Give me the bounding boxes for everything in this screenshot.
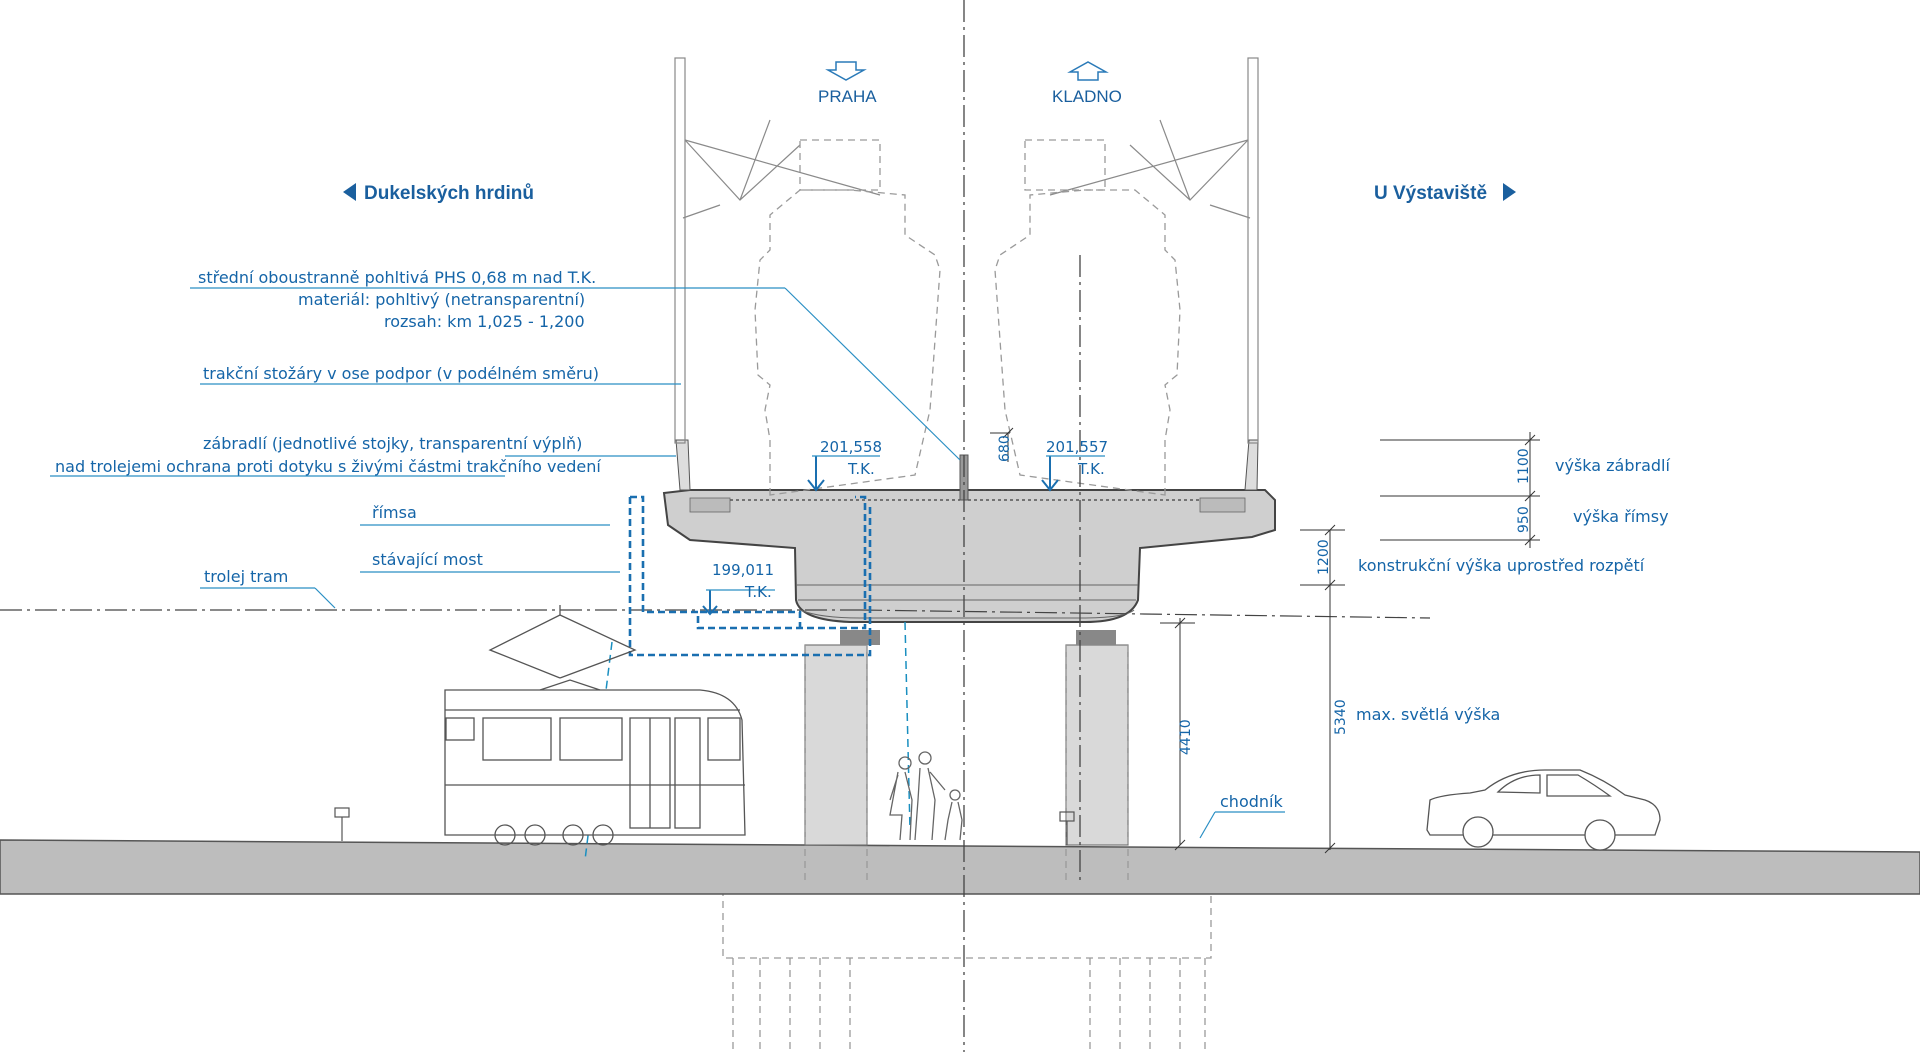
- phs-line1: střední oboustranně pohltivá PHS 0,68 m …: [198, 268, 596, 287]
- structural-depth-label: konstrukční výška uprostřed rozpětí: [1358, 556, 1645, 575]
- dim-1100: 1100: [1516, 448, 1532, 484]
- ground-markers: [334, 807, 1075, 845]
- arrow-down-outline-icon: [825, 61, 867, 81]
- direction-right: U Výstaviště: [1374, 183, 1487, 204]
- dim-4410: 4410: [1178, 719, 1194, 755]
- foundation: [722, 879, 1212, 1050]
- level-left-value: 201,558: [820, 438, 882, 456]
- dim-1200: 1200: [1316, 539, 1332, 575]
- catenary-masts: [674, 57, 1259, 444]
- direction-praha: PRAHA: [818, 87, 877, 106]
- arrow-right-icon: [1503, 183, 1516, 201]
- max-clearance-label: max. světlá výška: [1356, 705, 1500, 724]
- right-dimensions: [990, 427, 1540, 854]
- masts-label: trakční stožáry v ose podpor (v podélném…: [203, 364, 599, 383]
- bridge-deck: [662, 439, 1276, 623]
- phs-line2: materiál: pohltivý (netransparentní): [298, 290, 585, 309]
- tram-wire-line: [0, 609, 1431, 619]
- level-old-tk: T.K.: [744, 583, 772, 601]
- existing-bridge-label: stávající most: [372, 550, 483, 569]
- level-right-tk: T.K.: [1077, 460, 1105, 478]
- car-icon: [1426, 769, 1661, 851]
- sidewalk-label: chodník: [1220, 792, 1283, 811]
- tram-icon: [444, 605, 746, 846]
- arrow-left-icon: [343, 183, 356, 201]
- phs-line3: rozsah: km 1,025 - 1,200: [384, 312, 585, 331]
- direction-left: Dukelských hrdinů: [364, 183, 534, 204]
- level-left-tk: T.K.: [847, 460, 875, 478]
- direction-kladno: KLADNO: [1052, 87, 1122, 106]
- level-markers: [702, 455, 1105, 616]
- level-right-value: 201,557: [1046, 438, 1108, 456]
- clearance-outlines: [754, 139, 1181, 496]
- dim-5340: 5340: [1333, 699, 1349, 735]
- tram-wire-label: trolej tram: [204, 567, 288, 586]
- dim-680: 680: [997, 435, 1013, 462]
- level-old-value: 199,011: [712, 561, 774, 579]
- railing-line2: nad trolejemi ochrana proti dotyku s živ…: [55, 457, 601, 476]
- pedestrians-icon: [889, 751, 963, 841]
- dim-950: 950: [1516, 506, 1532, 533]
- piers: [804, 630, 1129, 880]
- railing-line1: zábradlí (jednotlivé stojky, transparent…: [203, 434, 582, 453]
- ground-section: [0, 839, 1920, 895]
- left-leaders: [50, 287, 961, 609]
- railing-height-label: výška zábradlí: [1555, 456, 1670, 475]
- cornice-height-label: výška římsy: [1573, 507, 1669, 526]
- arrow-up-outline-icon: [1067, 61, 1109, 81]
- sidewalk-pointer: [1199, 811, 1216, 839]
- cornice-label: římsa: [372, 503, 417, 522]
